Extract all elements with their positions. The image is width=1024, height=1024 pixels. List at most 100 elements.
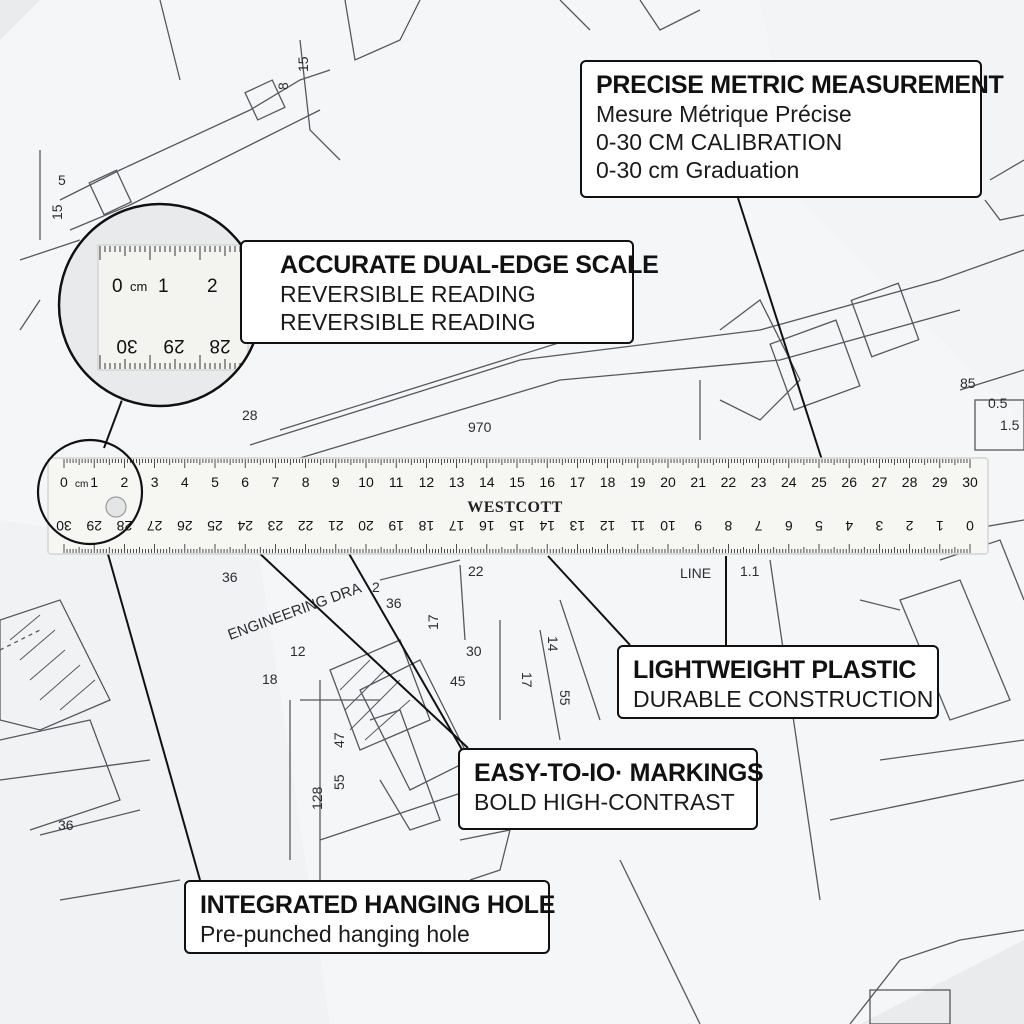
ruler-top-number: 4 <box>181 474 189 490</box>
ruler-top-number: 1 <box>90 474 98 490</box>
dim-label: 28 <box>242 407 258 423</box>
callout-title: PRECISE METRIC MEASUREMENT <box>596 71 1004 99</box>
ruler-top-number: 6 <box>241 474 249 490</box>
dim-label: 36 <box>58 817 74 833</box>
dim-label: 8 <box>275 82 291 90</box>
callout-hanging-hole: INTEGRATED HANGING HOLE Pre-punched hang… <box>184 880 556 954</box>
dim-label: 12 <box>290 643 306 659</box>
ruler-bottom-number: 10 <box>660 518 676 534</box>
ruler-top-number: 8 <box>302 474 310 490</box>
callout-easy-markings: EASY-TO-IO· MARKINGS BOLD HIGH-CONTRAST <box>458 748 764 830</box>
mag-thirty: 30 <box>116 335 137 356</box>
ruler-top-number: 22 <box>721 474 737 490</box>
dim-label: 17 <box>519 672 535 688</box>
ruler-brand-logo: WESTCOTT <box>467 499 563 516</box>
ruler-bottom-number: 22 <box>298 518 314 534</box>
ruler-bottom-number: 20 <box>358 518 374 534</box>
ruler-bottom-number: 17 <box>449 518 465 534</box>
ruler-top-number: 16 <box>539 474 555 490</box>
callout-title: LIGHTWEIGHT PLASTIC <box>633 656 917 684</box>
magnifier-connector <box>103 399 123 449</box>
ruler-bottom-number: 9 <box>694 518 702 534</box>
ruler-bottom-number: 1 <box>936 518 944 534</box>
mag-cm: cm <box>130 279 147 294</box>
ruler-bottom-number: 26 <box>177 518 193 534</box>
ruler-bottom-number: 4 <box>845 518 853 534</box>
mag-one: 1 <box>158 276 169 297</box>
ruler-top-number: 19 <box>630 474 646 490</box>
ruler-bottom-number: 18 <box>418 518 434 534</box>
ruler-bottom-number: 7 <box>754 518 762 534</box>
callout-line: 0-30 CM CALIBRATION <box>596 129 843 155</box>
callout-dual-edge-scale: ACCURATE DUAL-EDGE SCALE REVERSIBLE READ… <box>240 240 659 344</box>
ruler-top-number: 25 <box>811 474 827 490</box>
leader-easy-2 <box>347 551 469 761</box>
callout-line: REVERSIBLE READING <box>280 309 536 335</box>
dim-label: LINE <box>680 565 711 581</box>
callout-line: DURABLE CONSTRUCTION <box>633 686 934 712</box>
ruler-top-number: 26 <box>841 474 857 490</box>
ruler-bottom-number: 25 <box>207 518 223 534</box>
dim-label: 1.1 <box>740 563 760 579</box>
ruler-top-number: 28 <box>902 474 918 490</box>
ruler-bottom-number: 16 <box>479 518 495 534</box>
leader-easy-1 <box>255 549 469 749</box>
callout-line: 0-30 cm Graduation <box>596 157 800 183</box>
ruler-top-number: 3 <box>151 474 159 490</box>
ruler-bottom-number: 30 <box>56 518 72 534</box>
ruler-top-number: 15 <box>509 474 525 490</box>
ruler-top-ticks <box>63 459 971 468</box>
ruler-top-number: 11 <box>389 474 404 490</box>
ruler-unit-label-top: cm <box>75 479 88 490</box>
ruler-bottom-number: 5 <box>815 518 823 534</box>
dim-label: 45 <box>450 673 466 689</box>
ruler-top-number: 5 <box>211 474 219 490</box>
callout-metric-measurement: PRECISE METRIC MEASUREMENT Mesure Métriq… <box>580 60 1004 198</box>
ruler-bottom-number: 24 <box>237 518 253 534</box>
ruler-top-number: 9 <box>332 474 340 490</box>
callout-line: Pre-punched hanging hole <box>200 921 470 947</box>
dim-label: 55 <box>557 690 573 706</box>
dim-label: 36 <box>386 595 402 611</box>
dim-label: 17 <box>425 614 441 630</box>
hole-highlight-circle <box>36 438 144 546</box>
mag-twentyeight: 28 <box>209 335 230 356</box>
ruler-bottom-number: 21 <box>328 518 344 534</box>
dim-label: 0.5 <box>988 395 1008 411</box>
dim-label: 30 <box>466 643 482 659</box>
ruler-top-number: 2 <box>121 474 129 490</box>
ruler-top-number: 29 <box>932 474 948 490</box>
dim-label: 36 <box>222 569 238 585</box>
dim-label: 970 <box>468 419 492 435</box>
ruler-bottom-number: 8 <box>724 518 732 534</box>
callout-line: Mesure Métrique Précise <box>596 101 852 127</box>
dim-label: 5 <box>58 172 66 188</box>
ruler-top-number: 20 <box>660 474 676 490</box>
callout-title: EASY-TO-IO· MARKINGS <box>474 759 764 787</box>
ruler-bottom-number: 0 <box>966 518 974 534</box>
ruler-bottom-number: 14 <box>539 518 555 534</box>
magnifier: 0 cm 1 2 30 29 28 <box>57 202 263 408</box>
callout-title: INTEGRATED HANGING HOLE <box>200 891 556 919</box>
ruler-top-number: 12 <box>419 474 435 490</box>
dim-label: 47 <box>331 732 347 748</box>
leader-hole <box>103 539 201 881</box>
callout-line: BOLD HIGH-CONTRAST <box>474 789 735 815</box>
ruler-top-number: 27 <box>872 474 888 490</box>
ruler-bottom-number: 15 <box>509 518 525 534</box>
callout-leader-lines <box>103 197 823 881</box>
dim-label: 2 <box>372 579 380 595</box>
ruler-top-number: 7 <box>272 474 280 490</box>
dim-label: 55 <box>331 774 347 790</box>
dim-label: 22 <box>468 563 484 579</box>
hanging-hole <box>105 496 127 518</box>
mag-zero: 0 <box>112 276 123 297</box>
leader-metric <box>737 197 823 461</box>
callout-lightweight-plastic: LIGHTWEIGHT PLASTIC DURABLE CONSTRUCTION <box>617 645 939 719</box>
ruler-bottom-number: 19 <box>388 518 404 534</box>
ruler-bottom-number: 3 <box>875 518 883 534</box>
